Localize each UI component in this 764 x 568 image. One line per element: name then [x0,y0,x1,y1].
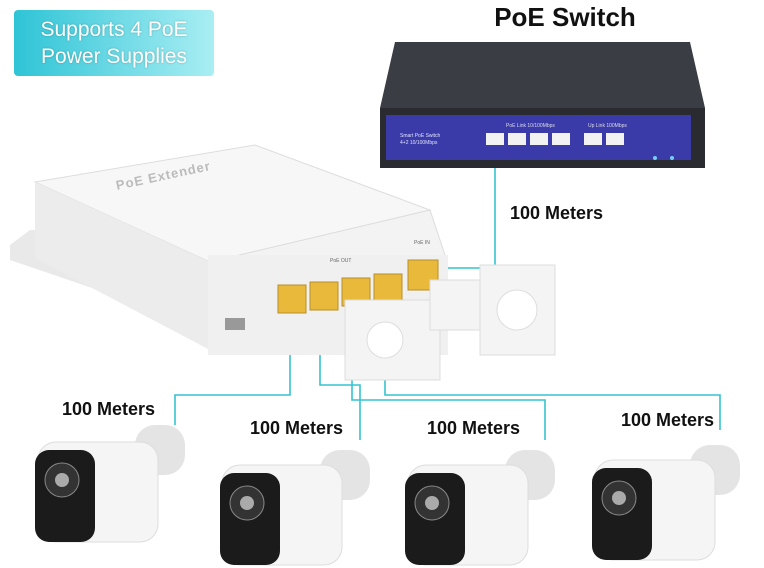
poe-out-label: PoE OUT [330,258,352,264]
distance-cam2: 100 Meters [250,418,344,438]
badge-line-2: Power Supplies [41,45,187,68]
distance-cam3: 100 Meters [427,418,521,438]
switch-model-label: Smart PoE Switch 4+2 10/100Mbps [400,133,440,147]
badge-line-1: Supports 4 PoE [40,18,188,41]
distance-cam1: 100 Meters [62,399,156,419]
cable-glands [344,264,556,381]
camera-1 [35,425,185,543]
poe-extender [10,144,556,381]
distance-uplink: 100 Meters [510,203,604,223]
distance-cam4: 100 Meters [621,410,715,430]
switch-poe-group-label: PoE Link 10/100Mbps [506,123,555,129]
switch-model-line2: 4+2 10/100Mbps [400,140,438,146]
camera-4 [592,445,740,561]
switch-uplink-group-label: Up Link 100Mbps [588,123,627,129]
camera-3 [405,450,555,566]
switch-model-line1: Smart PoE Switch [400,133,441,139]
feature-badge: Supports 4 PoE Power Supplies [14,10,214,76]
camera-2 [220,450,370,566]
poe-switch [380,42,705,168]
switch-title: PoE Switch [494,2,636,32]
extender-ports [277,259,439,314]
poe-in-label: PoE IN [414,240,430,246]
